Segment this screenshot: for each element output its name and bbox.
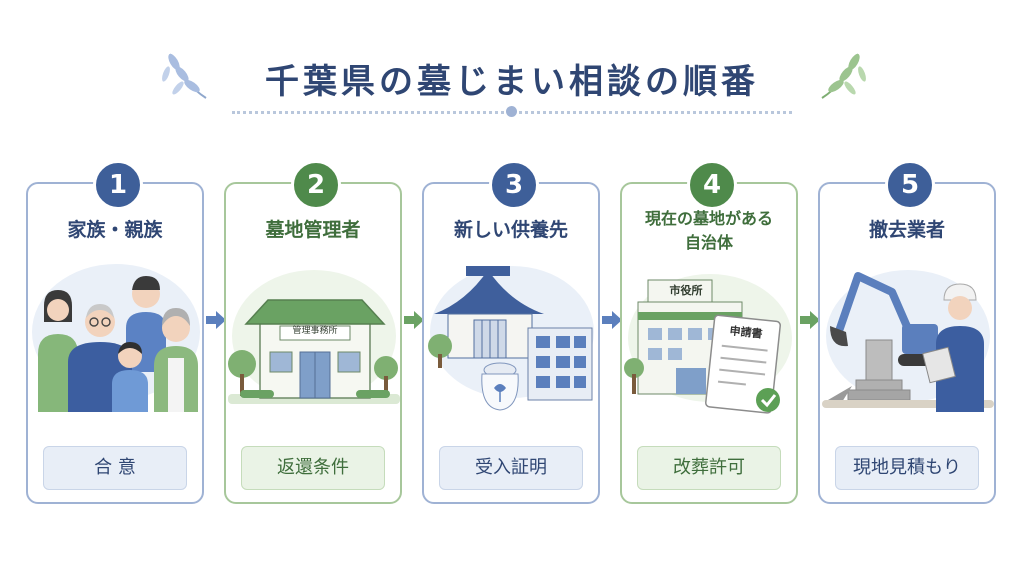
step-5-badge: 5 [885, 160, 935, 210]
arrow-right-icon [404, 311, 424, 329]
step-5-card: 撤去業者 現地見積もり [818, 182, 996, 504]
arrow-right-icon [602, 311, 622, 329]
step-5-result: 現地見積もり [835, 446, 979, 490]
cemetery-office-icon [228, 270, 400, 404]
step-3-card: 新しい供養先 受入証明 [422, 182, 600, 504]
step-2-result: 返還条件 [241, 446, 385, 490]
step-3-result: 受入証明 [439, 446, 583, 490]
temple-icon [428, 266, 594, 411]
arrow-right-icon [800, 311, 820, 329]
city-hall-icon [624, 274, 792, 414]
arrow-right-icon [206, 311, 226, 329]
step-4-badge: 4 [687, 160, 737, 210]
laurel-left-icon [162, 53, 207, 99]
city-hall-sign: 市役所 [669, 284, 703, 297]
header: 千葉県の墓じまい相談の順番 [0, 40, 1024, 120]
step-1-title: 家族・親族 [67, 219, 163, 241]
step-1-card: 家族・親族 合 意 [26, 182, 204, 504]
step-1-result: 合 意 [43, 446, 187, 490]
step-3-badge: 3 [489, 160, 539, 210]
step-3-title: 新しい供養先 [453, 219, 568, 241]
step-4-card: 現在の墓地がある 自治体 市役所 申請書 改葬許可 [620, 182, 798, 504]
step-2-title: 墓地管理者 [265, 219, 361, 241]
step-1-badge: 1 [93, 160, 143, 210]
step-4-title-line2: 自治体 [684, 233, 733, 252]
title-divider-dot [506, 106, 517, 117]
step-2-badge: 2 [291, 160, 341, 210]
excavator-worker-icon [822, 270, 994, 412]
family-icon [32, 264, 200, 412]
office-sign: 管理事務所 [292, 326, 338, 336]
step-5-title: 撤去業者 [868, 219, 945, 241]
page-title: 千葉県の墓じまい相談の順番 [265, 62, 759, 102]
step-4-title-line1: 現在の墓地がある [644, 209, 773, 228]
step-2-card: 墓地管理者 管理事務所 返還条件 [224, 182, 402, 504]
step-4-result: 改葬許可 [637, 446, 781, 490]
laurel-right-icon [821, 53, 866, 99]
